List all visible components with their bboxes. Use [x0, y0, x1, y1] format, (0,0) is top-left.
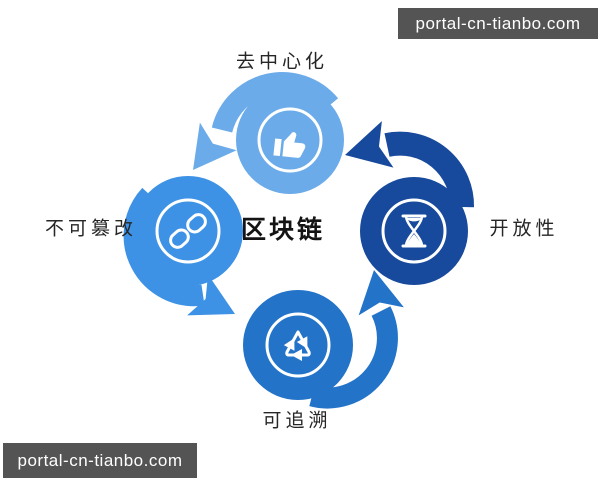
arrow-top-to-left [193, 72, 339, 170]
thumbs-up-icon [273, 132, 306, 158]
arrow-right-head [345, 121, 394, 168]
arrow-left-head [187, 274, 235, 316]
recycle-icon [283, 330, 311, 361]
arrow-bottom-to-right [309, 270, 404, 409]
arrow-right-curve [384, 131, 474, 208]
node-traceability [243, 290, 353, 400]
arrow-right-to-top [345, 121, 474, 208]
label-traceability: 可追溯 [262, 410, 332, 432]
chain-link-icon [169, 213, 207, 249]
label-tamper-proof: 不可篡改 [44, 218, 138, 240]
arrow-bottom-head [358, 270, 404, 316]
watermark-top-right: portal-cn-tianbo.com [398, 8, 598, 39]
node-tamper-proof [133, 176, 243, 286]
ring-right [381, 198, 447, 264]
label-openness: 开放性 [489, 218, 559, 240]
diagram-title: 区块链 [240, 216, 326, 244]
arrow-top-curve [211, 72, 339, 133]
label-decentralization: 去中心化 [235, 51, 329, 73]
ring-left [155, 198, 221, 264]
ring-top [257, 107, 323, 173]
ring-bottom [265, 312, 331, 378]
arrow-top-head [193, 122, 237, 170]
watermark-bottom-left: portal-cn-tianbo.com [3, 443, 197, 478]
arrow-bottom-curve [309, 306, 398, 409]
hourglass-icon [401, 214, 427, 248]
